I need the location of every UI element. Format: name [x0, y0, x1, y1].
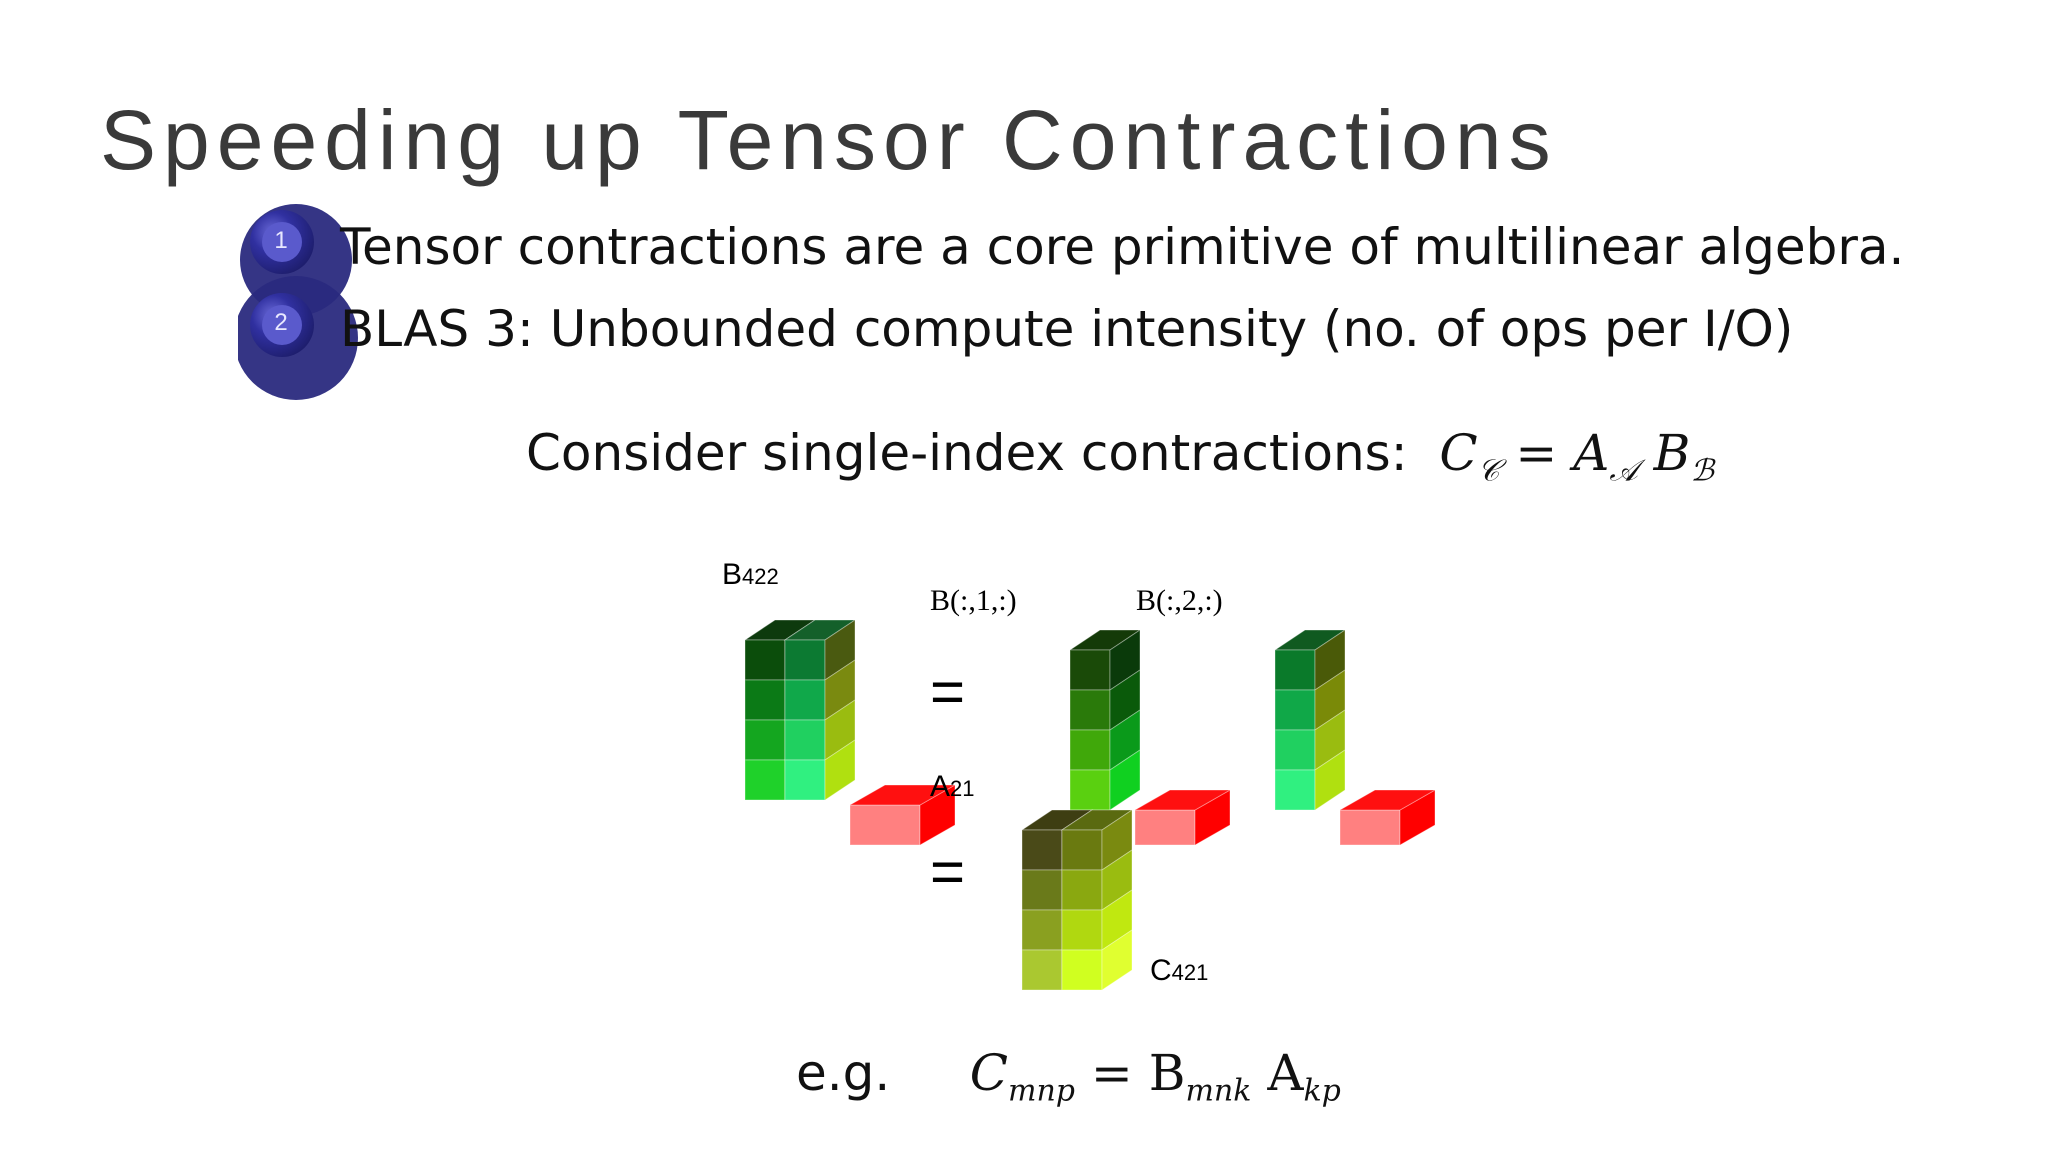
tensor-C-front-front — [1061, 949, 1103, 991]
tensor-slice2-front — [1274, 729, 1316, 771]
tensor-C-front-front — [1061, 829, 1103, 871]
eg-A: A — [1267, 1044, 1304, 1102]
label-slice-1: B(:,1,:) — [930, 584, 1017, 617]
tensor-slice1-side — [1109, 749, 1141, 811]
math-B-sub: ℬ — [1690, 453, 1714, 489]
example-equation: e.g. Cmnp = Bmnk Akp — [796, 1044, 1341, 1109]
slice2-A-top — [1338, 789, 1437, 811]
tensor-cubes — [743, 619, 1437, 991]
label-C: C421 — [1150, 954, 1208, 987]
tensor-C-front-front — [1061, 909, 1103, 951]
eg-eq: = — [1090, 1044, 1133, 1102]
tensor-A-front — [849, 804, 921, 846]
tensor-C-back-front — [1021, 829, 1063, 871]
tensor-slice2-front — [1274, 689, 1316, 731]
slide-title: Speeding up Tensor Contractions — [100, 93, 1558, 187]
math-A-sub: 𝒜 — [1609, 453, 1638, 489]
label-B: B422 — [722, 558, 779, 591]
tensor-slice1-front — [1069, 689, 1111, 731]
slice2-A-front — [1339, 809, 1401, 846]
tensor-B-front-front — [784, 639, 826, 681]
contraction-statement: Consider single-index contractions: C𝒞 =… — [526, 424, 1714, 489]
bullet-number-2: 2 — [274, 309, 288, 336]
tensor-B-front-side — [824, 739, 856, 801]
label-slice-2: B(:,2,:) — [1136, 584, 1223, 617]
tensor-A-top — [848, 784, 957, 806]
enumerate-bullets-icon — [238, 204, 358, 400]
math-eq: = — [1515, 424, 1558, 482]
tensor-contraction-diagram: B422 B(:,1,:) B(:,2,:) = = A21 C421 — [722, 558, 1437, 991]
math-C-sub: 𝒞 — [1477, 453, 1500, 489]
math-A: A — [1573, 424, 1610, 482]
tensor-slice2-front — [1274, 649, 1316, 691]
tensor-B-back-front — [744, 679, 786, 721]
eg-C-sub: mnp — [1008, 1073, 1076, 1109]
bullet-2-text: BLAS 3: Unbounded compute intensity (no.… — [340, 300, 1794, 358]
tensor-slice1-front — [1069, 729, 1111, 771]
math-B: B — [1653, 424, 1691, 482]
equals-sign-1: = — [930, 658, 965, 725]
bullet-1-text: Tensor contractions are a core primitive… — [340, 218, 1905, 276]
tensor-C-front-front — [1061, 869, 1103, 911]
slice1-A-top — [1133, 789, 1232, 811]
tensor-slice2-side — [1314, 749, 1346, 811]
tensor-slice1-front — [1069, 769, 1111, 811]
tensor-slice1-front — [1069, 649, 1111, 691]
eg-A-sub: kp — [1303, 1073, 1341, 1109]
equals-sign-2: = — [930, 838, 965, 905]
label-A: A21 — [930, 770, 975, 803]
tensor-B-back-front — [744, 639, 786, 681]
tensor-B-front-front — [784, 759, 826, 801]
tensor-B-back-front — [744, 759, 786, 801]
tensor-C-back-front — [1021, 949, 1063, 991]
tensor-B-front-front — [784, 679, 826, 721]
eg-B: B — [1148, 1044, 1186, 1102]
consider-text: Consider single-index contractions: — [526, 424, 1408, 482]
tensor-B-front-front — [784, 719, 826, 761]
eg-B-sub: mnk — [1185, 1073, 1252, 1109]
eg-prefix: e.g. — [796, 1044, 891, 1102]
slice1-A-front — [1134, 809, 1196, 846]
tensor-B-back-front — [744, 719, 786, 761]
tensor-C-back-front — [1021, 869, 1063, 911]
tensor-C-back-front — [1021, 909, 1063, 951]
eg-C: C — [969, 1044, 1009, 1102]
bullet-number-1: 1 — [274, 227, 288, 254]
math-C: C — [1439, 424, 1478, 482]
tensor-C-front-side — [1101, 929, 1133, 991]
tensor-slice2-front — [1274, 769, 1316, 811]
